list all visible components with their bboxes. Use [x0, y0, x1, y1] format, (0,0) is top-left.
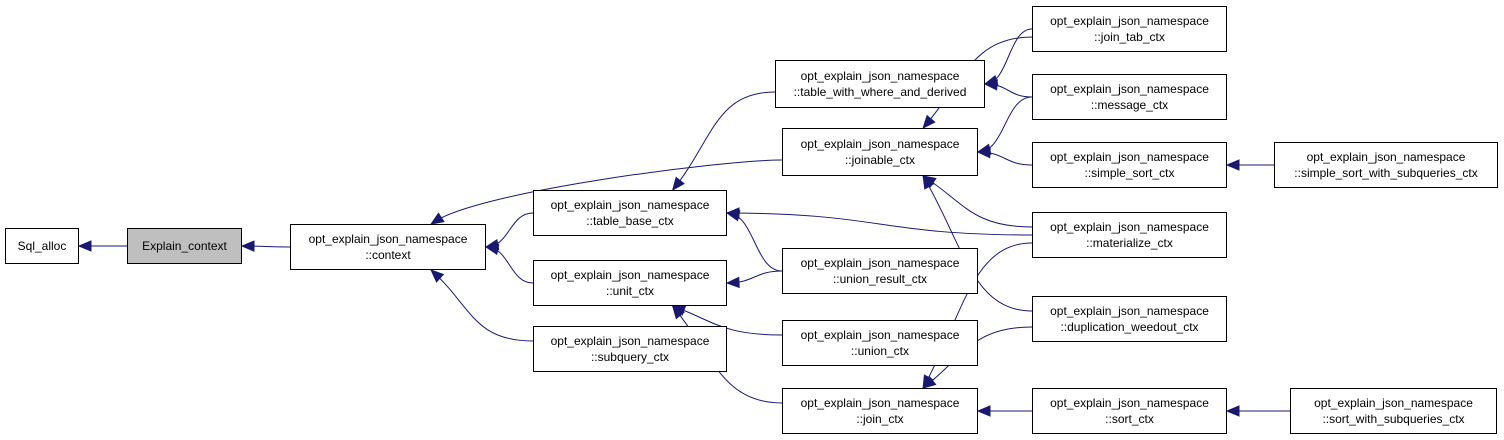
class-node-label: ::joinable_ctx [844, 153, 916, 167]
class-node-label: opt_explain_json_namespace [800, 328, 960, 342]
class-node-label: opt_explain_json_namespace [308, 232, 468, 246]
class-node-label: opt_explain_json_namespace [800, 256, 960, 270]
arrowhead [1225, 159, 1240, 171]
class-node-materialize-ctx[interactable]: opt_explain_json_namespace::materialize_… [1032, 212, 1227, 258]
class-node-label: ::subquery_ctx [590, 350, 670, 364]
class-node-label: ::join_ctx [856, 412, 904, 426]
class-node-label: ::union_result_ctx [832, 272, 928, 286]
class-node-explain-context[interactable]: Explain_context [127, 228, 242, 264]
class-node-joinable-ctx[interactable]: opt_explain_json_namespace::joinable_ctx [782, 128, 978, 176]
class-node-label: opt_explain_json_namespace [1050, 304, 1209, 318]
class-node-table-base-ctx[interactable]: opt_explain_json_namespace::table_base_c… [533, 190, 727, 236]
class-node-label: Explain_context [142, 239, 227, 253]
class-node-label: ::unit_ctx [605, 284, 655, 298]
class-node-subquery-ctx[interactable]: opt_explain_json_namespace::subquery_ctx [533, 326, 727, 372]
arrowhead [922, 174, 935, 190]
arrowhead [1225, 405, 1240, 417]
class-node-union-ctx[interactable]: opt_explain_json_namespace::union_ctx [782, 320, 978, 366]
arrowhead [976, 146, 991, 159]
class-node-simple-sort-ctx[interactable]: opt_explain_json_namespace::simple_sort_… [1032, 142, 1227, 188]
class-node-label: ::sort_ctx [1105, 412, 1154, 426]
arrowhead [430, 212, 445, 225]
class-node-join-tab-ctx[interactable]: opt_explain_json_namespace::join_tab_ctx [1032, 6, 1227, 52]
arrowhead [976, 405, 991, 417]
class-node-unit-ctx[interactable]: opt_explain_json_namespace::unit_ctx [533, 260, 727, 306]
class-node-join-ctx[interactable]: opt_explain_json_namespace::join_ctx [782, 388, 978, 434]
arrowhead [725, 276, 740, 289]
edge-union_result_ctx-to-table_base_ctx [726, 212, 783, 272]
class-node-context[interactable]: opt_explain_json_namespace::context [290, 224, 486, 270]
class-node-label: ::table_base_ctx [586, 214, 674, 228]
class-node-sql-alloc[interactable]: Sql_alloc [5, 228, 79, 264]
class-node-label: ::table_with_where_and_derived [793, 85, 967, 99]
class-node-label: ::union_ctx [850, 344, 910, 358]
class-node-label: opt_explain_json_namespace [1050, 82, 1209, 96]
class-node-label: ::duplication_weedout_ctx [1060, 320, 1199, 334]
arrowhead [922, 375, 937, 389]
edge-joinable_ctx-to-context [430, 159, 783, 225]
class-node-simple-sort-with-subqueries-ctx[interactable]: opt_explain_json_namespace::simple_sort_… [1274, 142, 1498, 188]
class-node-label: ::simple_sort_ctx [1084, 166, 1175, 180]
arrowhead [430, 269, 445, 283]
class-node-label: ::simple_sort_with_subqueries_ctx [1294, 166, 1478, 180]
edge-join_ctx-to-unit_ctx [672, 305, 783, 404]
class-node-label: ::sort_with_subqueries_ctx [1322, 412, 1465, 426]
class-node-label: opt_explain_json_namespace [800, 396, 960, 410]
arrowhead [671, 176, 685, 192]
class-node-label: ::materialize_ctx [1086, 236, 1173, 250]
class-node-label: opt_explain_json_namespace [550, 334, 710, 348]
class-node-table-with-where-and-derived[interactable]: opt_explain_json_namespace::table_with_w… [775, 60, 985, 108]
arrowhead [671, 304, 685, 320]
class-node-label: opt_explain_json_namespace [1050, 14, 1209, 28]
class-node-union-result-ctx[interactable]: opt_explain_json_namespace::union_result… [782, 248, 978, 294]
class-node-label: opt_explain_json_namespace [1306, 150, 1466, 164]
class-node-label: Sql_alloc [17, 239, 67, 253]
arrowhead [77, 240, 92, 252]
arrowhead [725, 207, 740, 219]
edge-subquery_ctx-to-context [430, 269, 534, 342]
class-node-sort-ctx[interactable]: opt_explain_json_namespace::sort_ctx [1032, 388, 1227, 434]
edge-message_ctx-to-joinable_ctx [977, 96, 1033, 153]
class-node-label: opt_explain_json_namespace [1050, 396, 1209, 410]
class-node-label: ::join_tab_ctx [1094, 30, 1165, 44]
edge-union_ctx-to-unit_ctx [672, 305, 783, 336]
edge-unit_ctx-to-context [485, 246, 534, 284]
class-node-label: opt_explain_json_namespace [550, 268, 710, 282]
class-node-label: opt_explain_json_namespace [550, 198, 710, 212]
edge-materialize_ctx-to-table_base_ctx [726, 212, 1033, 236]
arrowhead [922, 114, 936, 129]
class-node-sort-with-subqueries-ctx[interactable]: opt_explain_json_namespace::sort_with_su… [1290, 388, 1497, 434]
edge-materialize_ctx-to-joinable_ctx [922, 175, 1033, 228]
class-node-label: opt_explain_json_namespace [800, 137, 960, 151]
class-node-label: ::context [365, 248, 411, 262]
edge-table_with_where_and_derived-to-table_base_ctx [672, 91, 776, 191]
arrowhead [983, 79, 998, 91]
class-node-message-ctx[interactable]: opt_explain_json_namespace::message_ctx [1032, 74, 1227, 120]
class-node-label: opt_explain_json_namespace [1050, 150, 1209, 164]
class-node-label: opt_explain_json_namespace [800, 69, 960, 83]
class-node-duplication-weedout-ctx[interactable]: opt_explain_json_namespace::duplication_… [1032, 296, 1227, 342]
class-node-label: opt_explain_json_namespace [1050, 220, 1209, 234]
class-node-label: opt_explain_json_namespace [1314, 396, 1473, 410]
arrowhead [484, 243, 500, 256]
class-node-label: ::message_ctx [1090, 98, 1169, 112]
arrowhead [240, 240, 255, 252]
